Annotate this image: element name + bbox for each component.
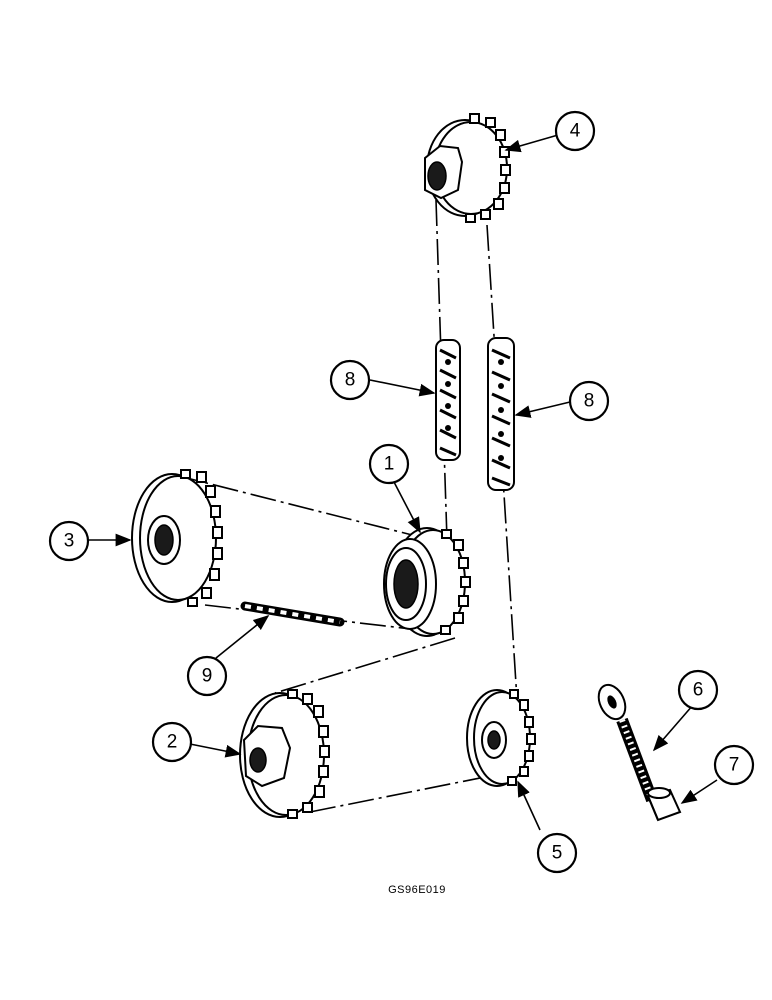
- nut-7: [646, 787, 682, 822]
- callout-1: 1: [368, 443, 410, 485]
- sprocket-1-teeth: [440, 529, 471, 635]
- callout-3-label: 3: [64, 531, 75, 552]
- leader-lines: [88, 134, 718, 831]
- sprocket-2: [239, 689, 330, 819]
- sprocket-3-teeth: [180, 469, 223, 607]
- callout-5: 5: [536, 832, 578, 874]
- chain-path-lines: [174, 199, 518, 813]
- sprocket-3: [131, 469, 223, 607]
- callout-8-right-label: 8: [584, 391, 595, 412]
- callout-2: 2: [151, 721, 193, 763]
- callout-8-left-label: 8: [345, 370, 356, 391]
- callout-7: 7: [713, 744, 755, 786]
- callout-5-label: 5: [552, 843, 563, 864]
- figure-code: GS96E019: [388, 884, 446, 896]
- callout-8-right: 8: [568, 380, 610, 422]
- sprocket-1: [383, 527, 471, 637]
- sprocket-2-teeth: [287, 689, 330, 819]
- callout-6: 6: [677, 669, 719, 711]
- callout-9-label: 9: [202, 666, 213, 687]
- chain-8-right: [487, 337, 515, 491]
- callout-4-label: 4: [570, 121, 581, 142]
- chain-9: [240, 601, 345, 627]
- chain-8-left: [435, 339, 461, 461]
- callout-3: 3: [48, 520, 90, 562]
- sprocket-4: [424, 113, 511, 223]
- callout-4: 4: [554, 110, 596, 152]
- callout-6-label: 6: [693, 680, 704, 701]
- sprocket-5-teeth: [507, 689, 536, 786]
- callout-2-label: 2: [167, 732, 178, 753]
- eye-bolt-6: [597, 683, 658, 803]
- callout-9: 9: [186, 655, 228, 697]
- callout-1-label: 1: [384, 454, 395, 475]
- callout-7-label: 7: [729, 755, 740, 776]
- sprocket-5: [466, 689, 536, 787]
- callout-8-left: 8: [329, 359, 371, 401]
